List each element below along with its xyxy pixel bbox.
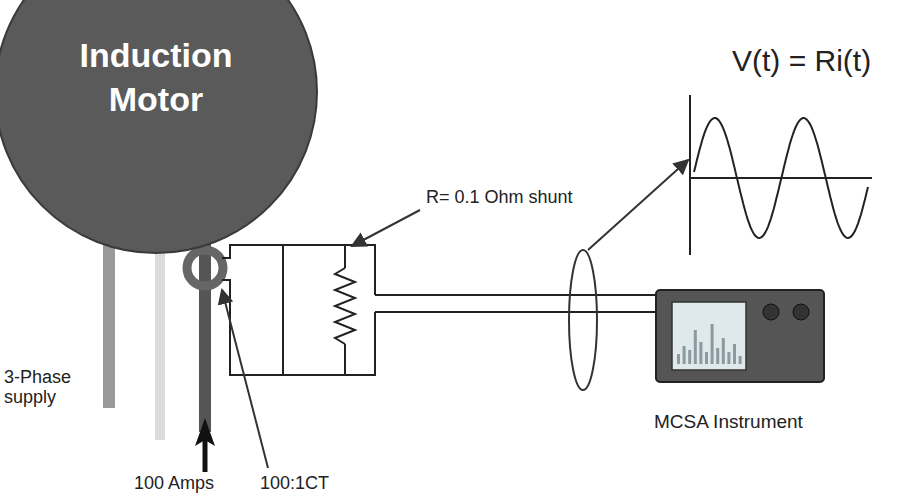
spectrum-bar bbox=[739, 356, 742, 364]
instrument-screen bbox=[672, 302, 746, 370]
spectrum-bar bbox=[727, 352, 730, 364]
spectrum-bar bbox=[711, 324, 714, 364]
current-arrow bbox=[203, 440, 208, 472]
leader-line bbox=[352, 210, 420, 246]
current-arrow-head bbox=[195, 418, 215, 446]
spectrum-bar bbox=[733, 344, 736, 364]
current-label: 100 Amps bbox=[132, 474, 216, 494]
spectrum-bar bbox=[722, 338, 725, 364]
shunt-circuit bbox=[222, 245, 375, 375]
sine-wave bbox=[694, 118, 868, 238]
shunt-label: R= 0.1 Ohm shunt bbox=[424, 188, 575, 208]
spectrum-bar bbox=[677, 354, 680, 364]
instrument-knob bbox=[763, 304, 779, 320]
mcsa-instrument bbox=[656, 290, 824, 382]
leader-line bbox=[588, 160, 688, 250]
spectrum-bars bbox=[677, 324, 742, 364]
waveform bbox=[690, 95, 872, 255]
spectrum-bar bbox=[716, 348, 719, 364]
spectrum-bar bbox=[705, 352, 708, 364]
formula-label: V(t) = Ri(t) bbox=[730, 44, 873, 77]
instrument-label: MCSA Instrument bbox=[652, 412, 805, 433]
supply-label: 3-Phase supply bbox=[2, 368, 96, 408]
ct-label: 100:1CT bbox=[258, 474, 331, 494]
spectrum-bar bbox=[683, 346, 686, 364]
instrument-knob bbox=[793, 304, 809, 320]
probe-ellipse bbox=[569, 250, 597, 390]
spectrum-bar bbox=[694, 330, 697, 364]
spectrum-bar bbox=[699, 342, 702, 364]
current-transformer bbox=[187, 250, 223, 286]
spectrum-bar bbox=[688, 350, 691, 364]
leader-line bbox=[222, 290, 268, 468]
motor-circle: Induction Motor bbox=[0, 0, 318, 254]
signal-cable bbox=[375, 295, 656, 312]
motor-label: Induction Motor bbox=[56, 33, 256, 121]
